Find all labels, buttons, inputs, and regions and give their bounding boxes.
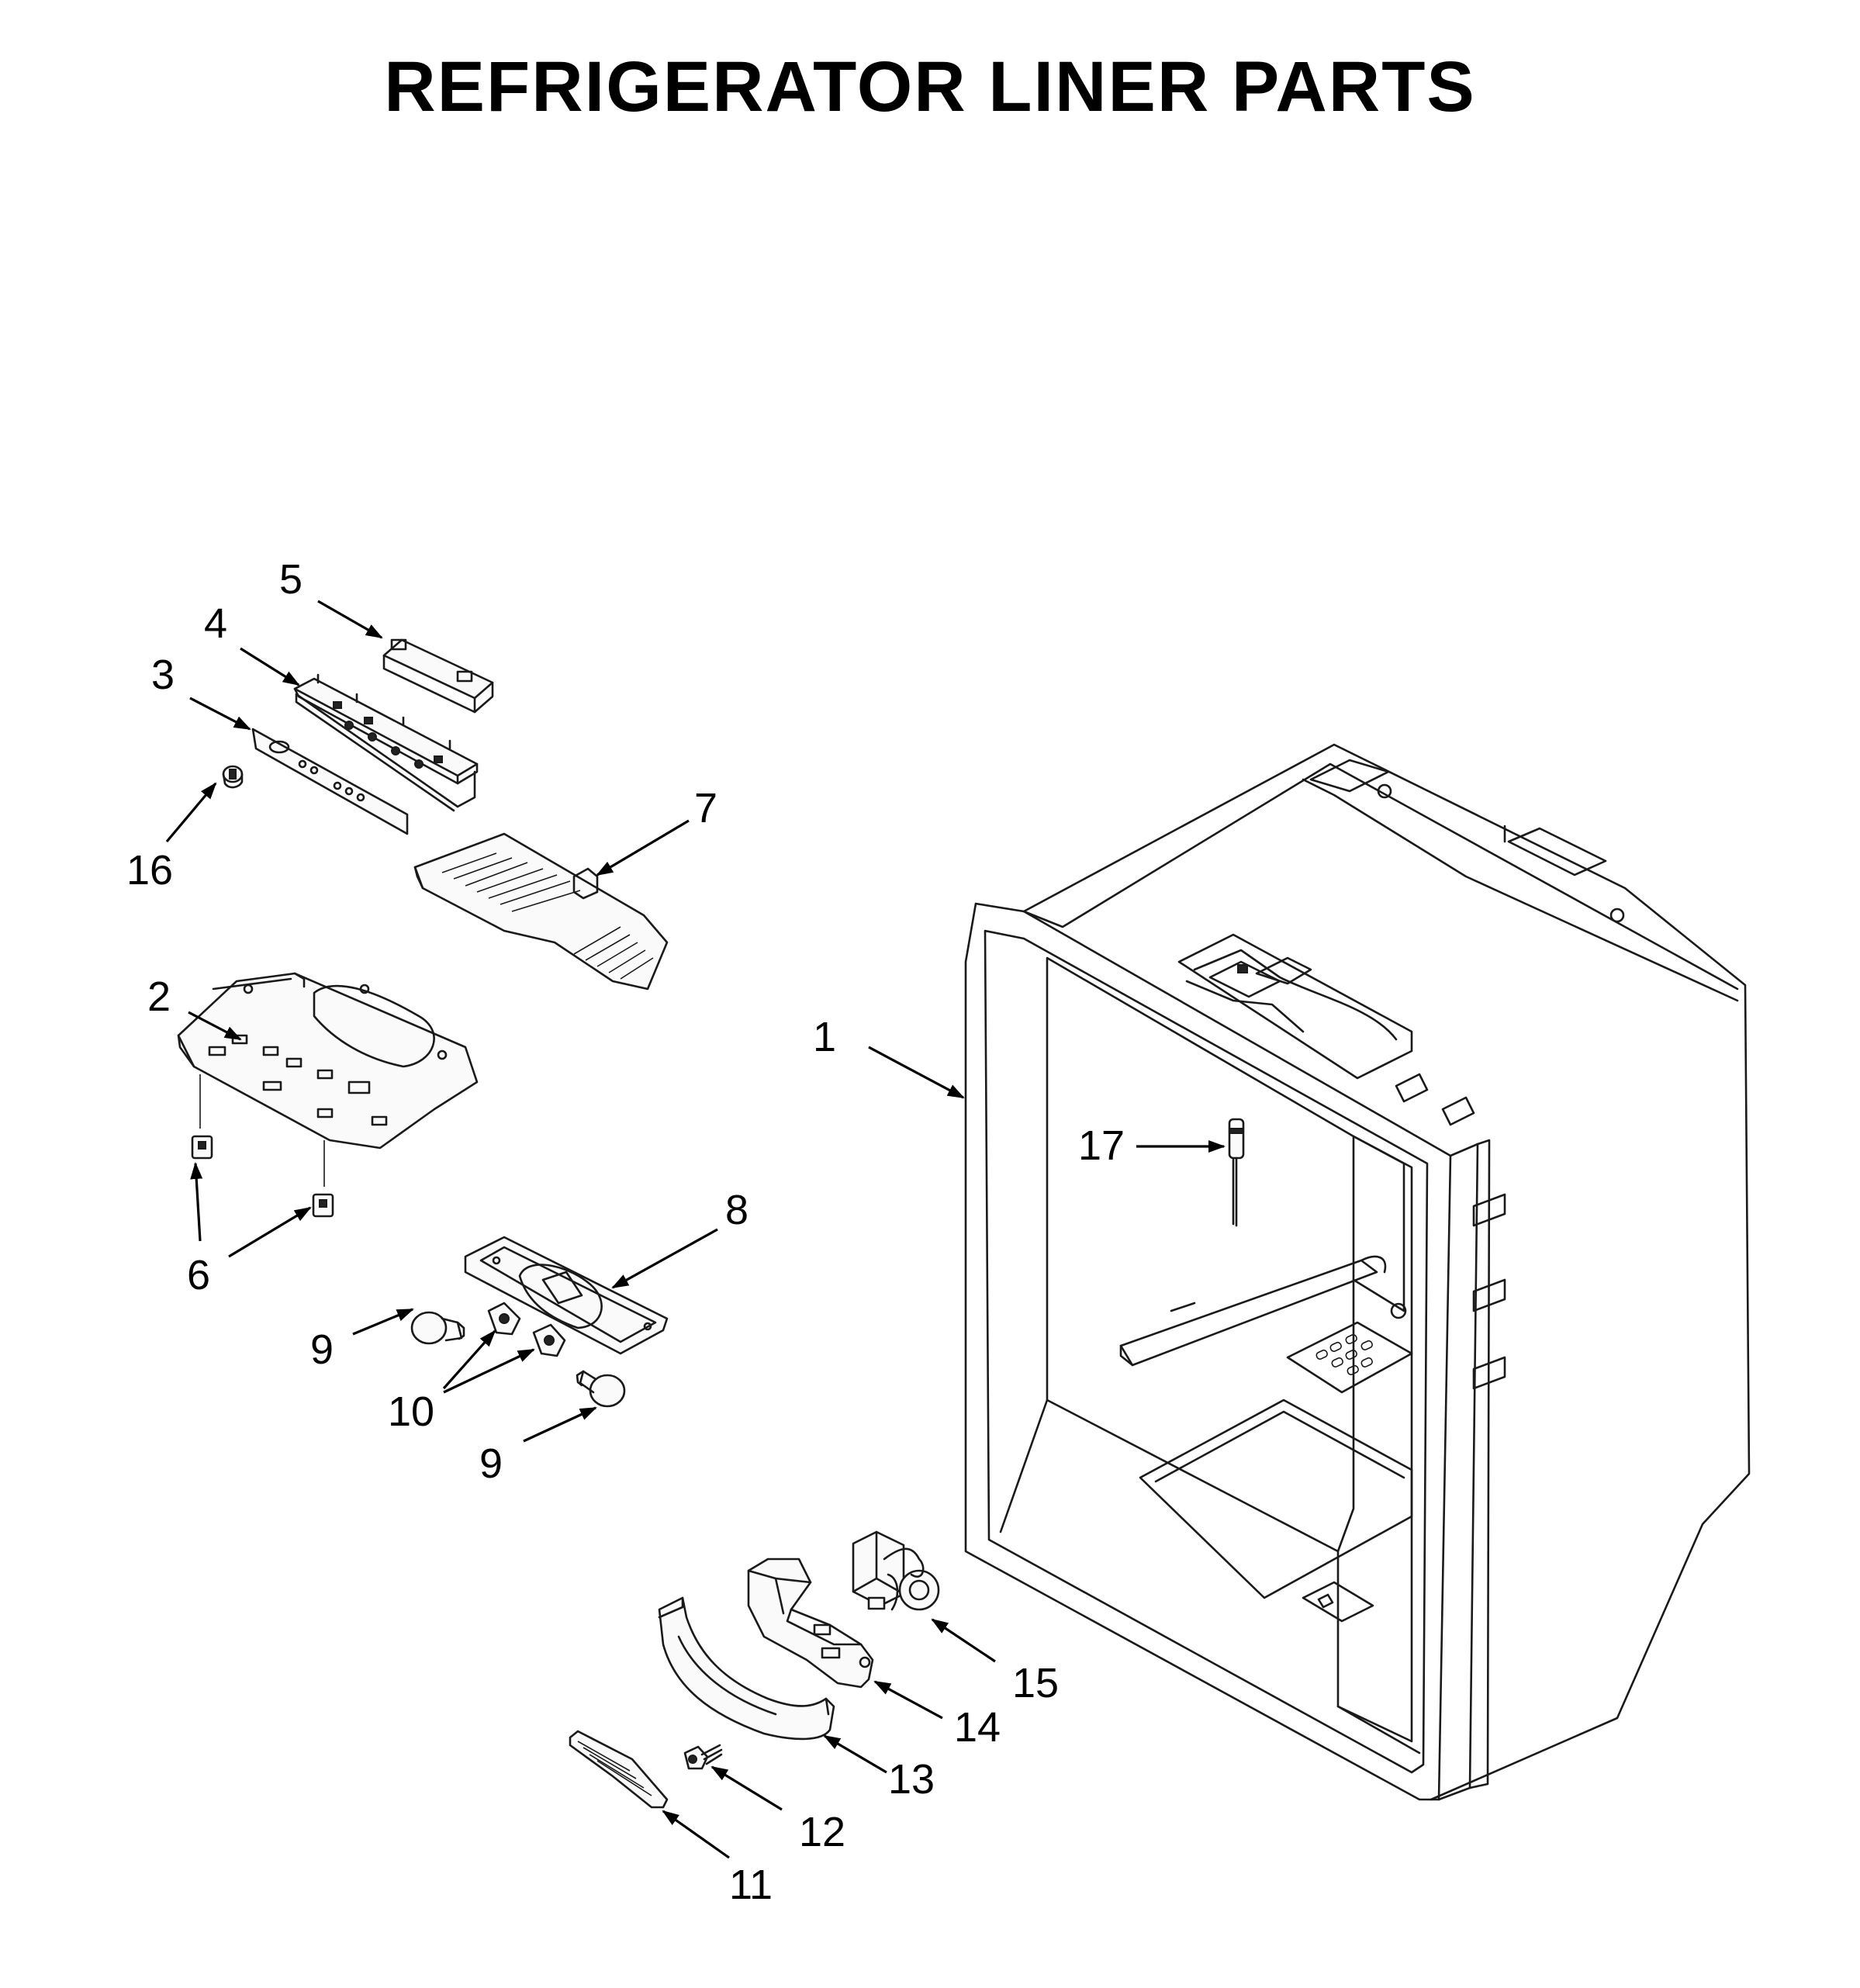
cover-illustration [382,638,494,714]
callout-15: 15 [1012,1660,1059,1706]
callout-9-lower: 9 [479,1440,503,1487]
damper-motor-illustration [852,1530,940,1611]
lamp-socket-illustration [487,1302,566,1357]
callout-11: 11 [729,1862,773,1908]
overlay-decal-illustration [251,728,409,835]
callout-14: 14 [954,1704,1001,1751]
light-diffuser-illustration [413,832,669,991]
knob-illustration [222,765,244,789]
callout-2: 2 [147,973,171,1020]
diagram-title: REFRIGERATOR LINER PARTS [384,47,1476,126]
callout-17: 17 [1078,1122,1125,1169]
leader-lines [165,600,1226,1859]
screw-illustration [683,1744,723,1770]
control-housing-illustration [293,673,479,812]
thermistor-probe-illustration [1228,1118,1245,1227]
light-bulb-illustration [410,1311,626,1408]
callout-5: 5 [279,556,303,603]
liner-illustration [964,743,1751,1801]
grille-illustration [569,1730,669,1809]
callout-1: 1 [813,1014,836,1060]
door-switch-illustration [191,1135,334,1218]
callout-16: 16 [126,847,173,894]
callout-6: 6 [187,1252,210,1298]
callout-3: 3 [151,652,175,698]
duct-cover-illustration [658,1596,835,1741]
callout-8: 8 [725,1187,748,1233]
callout-12: 12 [799,1809,845,1855]
light-housing-illustration [177,972,479,1187]
lamp-housing-illustration [464,1236,669,1355]
callout-labels: 1 2 3 4 5 6 7 8 9 9 10 11 12 13 14 15 16… [126,556,1125,1908]
callout-7: 7 [694,785,717,832]
callout-9-upper: 9 [310,1326,334,1373]
callout-13: 13 [888,1756,935,1803]
callout-10: 10 [388,1388,434,1435]
air-duct-illustration [747,1558,874,1689]
callout-4: 4 [204,600,227,647]
